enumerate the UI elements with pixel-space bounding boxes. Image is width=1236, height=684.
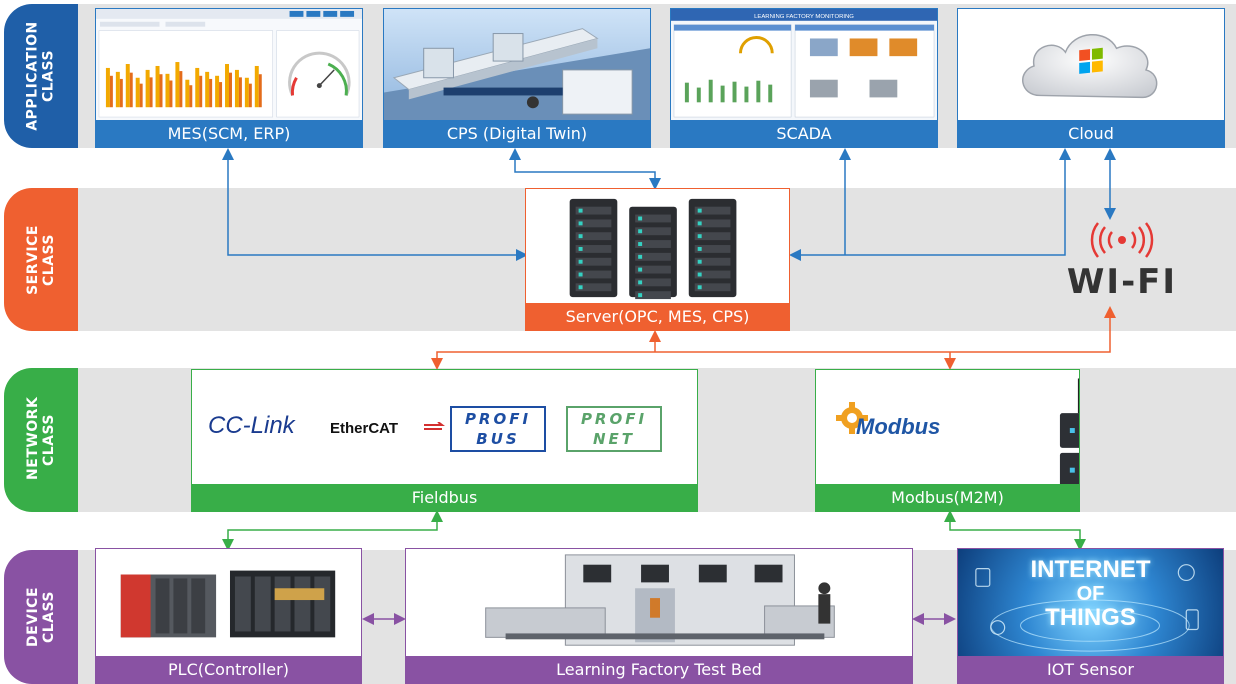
mes-box: MES(SCM, ERP) bbox=[95, 8, 363, 148]
scada-monitor-image: LEARNING FACTORY MONITORING bbox=[671, 9, 937, 120]
profibus-logo: PROFI BUS bbox=[450, 406, 546, 452]
iot-sensor-image: INTERNET OF THINGS bbox=[958, 549, 1223, 656]
cclink-logo: CC-Link bbox=[208, 412, 295, 439]
mes-server-link bbox=[222, 148, 528, 261]
windows-logo-icon bbox=[1079, 47, 1103, 74]
testbed-label: Learning Factory Test Bed bbox=[406, 656, 912, 683]
server-racks-image bbox=[526, 189, 789, 303]
iot-box: INTERNET OF THINGS IOT Sensor bbox=[957, 548, 1224, 684]
plc-box: PLC(Controller) bbox=[95, 548, 362, 684]
mes-label: MES(SCM, ERP) bbox=[96, 120, 362, 147]
testbed-image bbox=[406, 549, 912, 656]
scada-banner: LEARNING FACTORY MONITORING bbox=[754, 14, 854, 20]
scada-label: SCADA bbox=[671, 120, 937, 147]
modbus-device-link bbox=[944, 510, 1086, 551]
testbed-box: Learning Factory Test Bed bbox=[405, 548, 913, 684]
modbus-image: Modbus bbox=[816, 370, 1079, 484]
network-class-tab: NETWORK CLASS bbox=[4, 368, 78, 512]
iot-art-things: THINGS bbox=[1045, 604, 1136, 631]
router-icon bbox=[1059, 378, 1079, 484]
cps-box: CPS (Digital Twin) bbox=[383, 8, 651, 148]
iot-art-of: OF bbox=[1076, 583, 1105, 605]
mes-dashboard-image bbox=[96, 9, 362, 120]
profinet-logo: PROFI NET bbox=[566, 406, 662, 452]
modbus-label: Modbus(M2M) bbox=[816, 484, 1079, 511]
scada-box: LEARNING FACTORY MONITORING SCADA bbox=[670, 8, 938, 148]
wifi-label: WI-FI bbox=[1066, 262, 1178, 302]
modbus-gear-icon bbox=[836, 402, 868, 434]
ethercat-arrow-icon bbox=[424, 422, 445, 430]
service-class-tab: SERVICE CLASS bbox=[4, 188, 78, 331]
server-label: Server(OPC, MES, CPS) bbox=[526, 303, 789, 330]
iot-label: IOT Sensor bbox=[958, 656, 1223, 683]
cps-label: CPS (Digital Twin) bbox=[384, 120, 650, 147]
wifi-badge: WI-FI bbox=[1062, 222, 1182, 302]
cloud-box: Cloud bbox=[957, 8, 1225, 148]
ethercat-logo: EtherCAT bbox=[330, 420, 399, 437]
modbus-box: Modbus Modbus(M2M) bbox=[815, 369, 1080, 512]
server-box: Server(OPC, MES, CPS) bbox=[525, 188, 790, 331]
application-class-tab: APPLICATION CLASS bbox=[4, 4, 78, 148]
cloud-image bbox=[958, 9, 1224, 120]
cps-server-link bbox=[509, 148, 661, 190]
wifi-signal-icon bbox=[1090, 222, 1154, 258]
fieldbus-box: CC-Link EtherCAT PROFI BUS PROFI NET Fie… bbox=[191, 369, 698, 512]
cloud-server-link bbox=[789, 148, 1071, 261]
plc-controller-image bbox=[96, 549, 361, 656]
cps-digital-twin-image bbox=[384, 9, 650, 120]
fieldbus-logos: CC-Link EtherCAT PROFI BUS PROFI NET bbox=[192, 370, 697, 484]
plc-label: PLC(Controller) bbox=[96, 656, 361, 683]
cloud-label: Cloud bbox=[958, 120, 1224, 147]
device-class-tab: DEVICE CLASS bbox=[4, 550, 78, 684]
modbus-logo: Modbus bbox=[856, 414, 941, 439]
fieldbus-label: Fieldbus bbox=[192, 484, 697, 511]
iot-art-internet: INTERNET bbox=[1030, 556, 1151, 583]
fieldbus-device-link bbox=[222, 510, 443, 551]
network-bus-link bbox=[431, 306, 1116, 370]
